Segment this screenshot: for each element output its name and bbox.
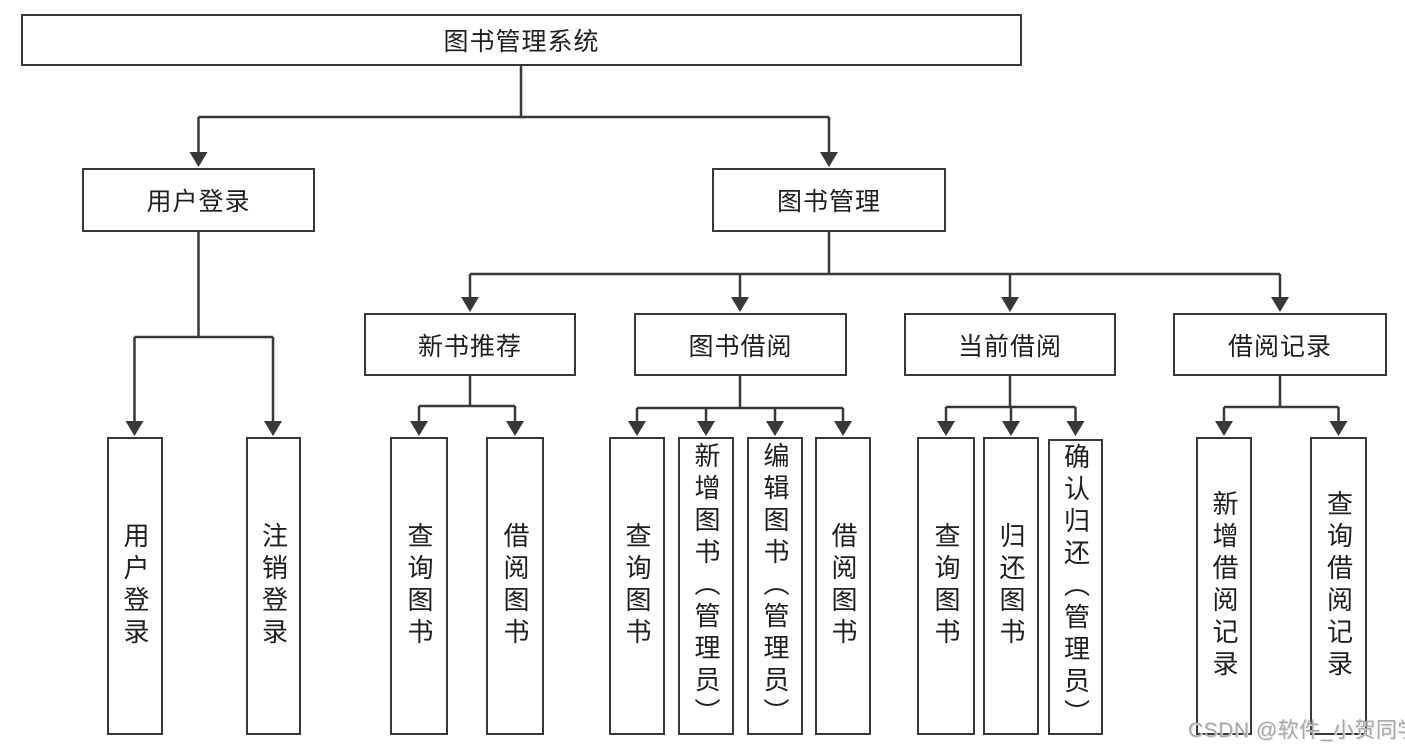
leaf-query-book-current: 查询图书 (917, 437, 975, 735)
leaf-query-book-borrow: 查询图书 (609, 437, 665, 735)
leaf-query-borrow-record: 查询借阅记录 (1310, 437, 1367, 735)
node-book-management: 图书管理 (712, 168, 946, 232)
node-borrow-record: 借阅记录 (1173, 313, 1387, 376)
node-user-login: 用户登录 (82, 168, 315, 232)
arrowheads (125, 152, 1348, 436)
node-new-book-recommend: 新书推荐 (364, 313, 576, 376)
leaf-return-book: 归还图书 (983, 437, 1039, 735)
leaf-add-book-admin: 新增图书（管理员） (678, 437, 734, 735)
node-current-borrow: 当前借阅 (904, 313, 1116, 376)
leaf-confirm-return-admin: 确认归还（管理员） (1048, 439, 1103, 735)
csdn-watermark: CSDN @软件_小贺同学 (1188, 719, 1405, 742)
leaf-edit-book-admin: 编辑图书（管理员） (747, 437, 803, 735)
leaf-logout: 注销登录 (246, 437, 301, 735)
node-root-system: 图书管理系统 (21, 14, 1022, 66)
leaf-user-login: 用户登录 (107, 437, 163, 735)
leaf-query-book-recommend: 查询图书 (390, 437, 448, 735)
leaf-add-borrow-record: 新增借阅记录 (1196, 437, 1252, 735)
leaf-borrow-book: 借阅图书 (815, 437, 871, 735)
leaf-borrow-book-recommend: 借阅图书 (486, 437, 544, 735)
node-book-borrow: 图书借阅 (634, 313, 847, 376)
